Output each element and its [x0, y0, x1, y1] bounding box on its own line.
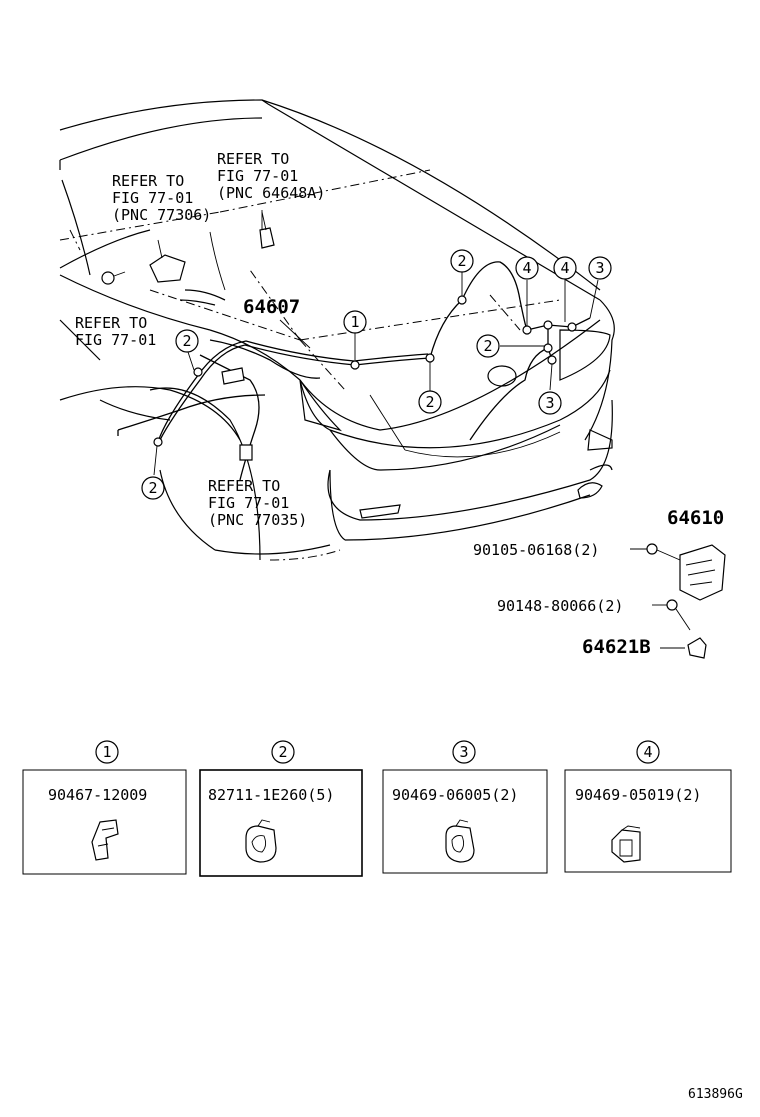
component-77035 [239, 444, 253, 461]
svg-text:4: 4 [522, 259, 531, 277]
legend-number: 3 [459, 743, 468, 761]
svg-text:4: 4 [560, 259, 569, 277]
legend-number: 1 [102, 743, 111, 761]
callout-4: 4 [515, 256, 539, 280]
svg-text:2: 2 [425, 393, 434, 411]
callout-2: 2 [175, 329, 199, 353]
refer-label-77306: REFER TO FIG 77-01 (PNC 77306) [112, 172, 211, 224]
part-label-screw: 90148-80066(2) [497, 597, 623, 615]
component-77306 [149, 239, 186, 283]
legend-item-4: 4 90469-05019(2) [564, 740, 732, 873]
refer-label-64648a: REFER TO FIG 77-01 (PNC 64648A) [217, 150, 325, 202]
refer-label-77035: REFER TO FIG 77-01 (PNC 77035) [208, 477, 307, 529]
refer-label-line: REFER TO [208, 477, 280, 495]
diagram-callouts: 1 2 4 4 3 2 2 3 [141, 249, 612, 500]
clip-icon-90469-05019 [611, 825, 641, 863]
refer-label-line: REFER TO [217, 150, 289, 168]
refer-label-line: FIG 77-01 [112, 189, 193, 207]
refer-label-line: (PNC 77035) [208, 511, 307, 529]
callout-2: 2 [418, 390, 442, 414]
refer-label-line: (PNC 77306) [112, 206, 211, 224]
legend: 1 90467-12009 2 82711-1E260(5) 3 [22, 740, 732, 877]
car-body-outline [59, 99, 615, 561]
legend-number: 4 [643, 743, 652, 761]
legend-item-2: 2 82711-1E260(5) [199, 740, 363, 877]
leader-lines [153, 210, 685, 649]
part-label-bolt: 90105-06168(2) [473, 541, 599, 559]
callout-2: 2 [476, 334, 500, 358]
refer-label-fig-77-01: REFER TO FIG 77-01 [75, 314, 156, 349]
legend-part-number: 82711-1E260(5) [208, 786, 334, 804]
svg-text:2: 2 [457, 252, 466, 270]
legend-item-1: 1 90467-12009 [22, 740, 187, 875]
svg-text:3: 3 [595, 259, 604, 277]
clip-icon-90467 [91, 819, 119, 861]
refer-label-line: REFER TO [112, 172, 184, 190]
callout-3: 3 [588, 256, 612, 280]
svg-text:3: 3 [545, 394, 554, 412]
part-label-harness: 64607 [243, 296, 300, 318]
svg-text:2: 2 [483, 337, 492, 355]
callout-1: 1 [343, 310, 367, 334]
component-fig-77-01-bolt [101, 271, 126, 285]
legend-item-3: 3 90469-06005(2) [382, 740, 548, 874]
legend-part-number: 90469-05019(2) [575, 786, 701, 804]
clip-icon-82711 [245, 819, 277, 863]
refer-label-line: FIG 77-01 [217, 167, 298, 185]
callout-3: 3 [538, 391, 562, 415]
figure-id: 613896G [688, 1087, 743, 1102]
part-label-latch: 64610 [667, 507, 724, 529]
refer-label-line: (PNC 64648A) [217, 184, 325, 202]
svg-text:2: 2 [148, 479, 157, 497]
legend-number: 2 [278, 743, 287, 761]
callout-4: 4 [553, 256, 577, 280]
svg-text:1: 1 [350, 313, 359, 331]
part-label-striker: 64621B [582, 636, 651, 658]
legend-part-number: 90469-06005(2) [392, 786, 518, 804]
svg-text:2: 2 [182, 332, 191, 350]
refer-label-line: REFER TO [75, 314, 147, 332]
latch-assembly [646, 543, 726, 631]
callout-2: 2 [450, 249, 474, 273]
component-64648a [259, 211, 275, 249]
legend-part-number: 90467-12009 [48, 786, 147, 804]
refer-label-line: FIG 77-01 [208, 494, 289, 512]
striker [687, 637, 707, 659]
refer-label-line: FIG 77-01 [75, 331, 156, 349]
clip-icon-90469-06005 [445, 819, 475, 863]
callout-2: 2 [141, 476, 165, 500]
